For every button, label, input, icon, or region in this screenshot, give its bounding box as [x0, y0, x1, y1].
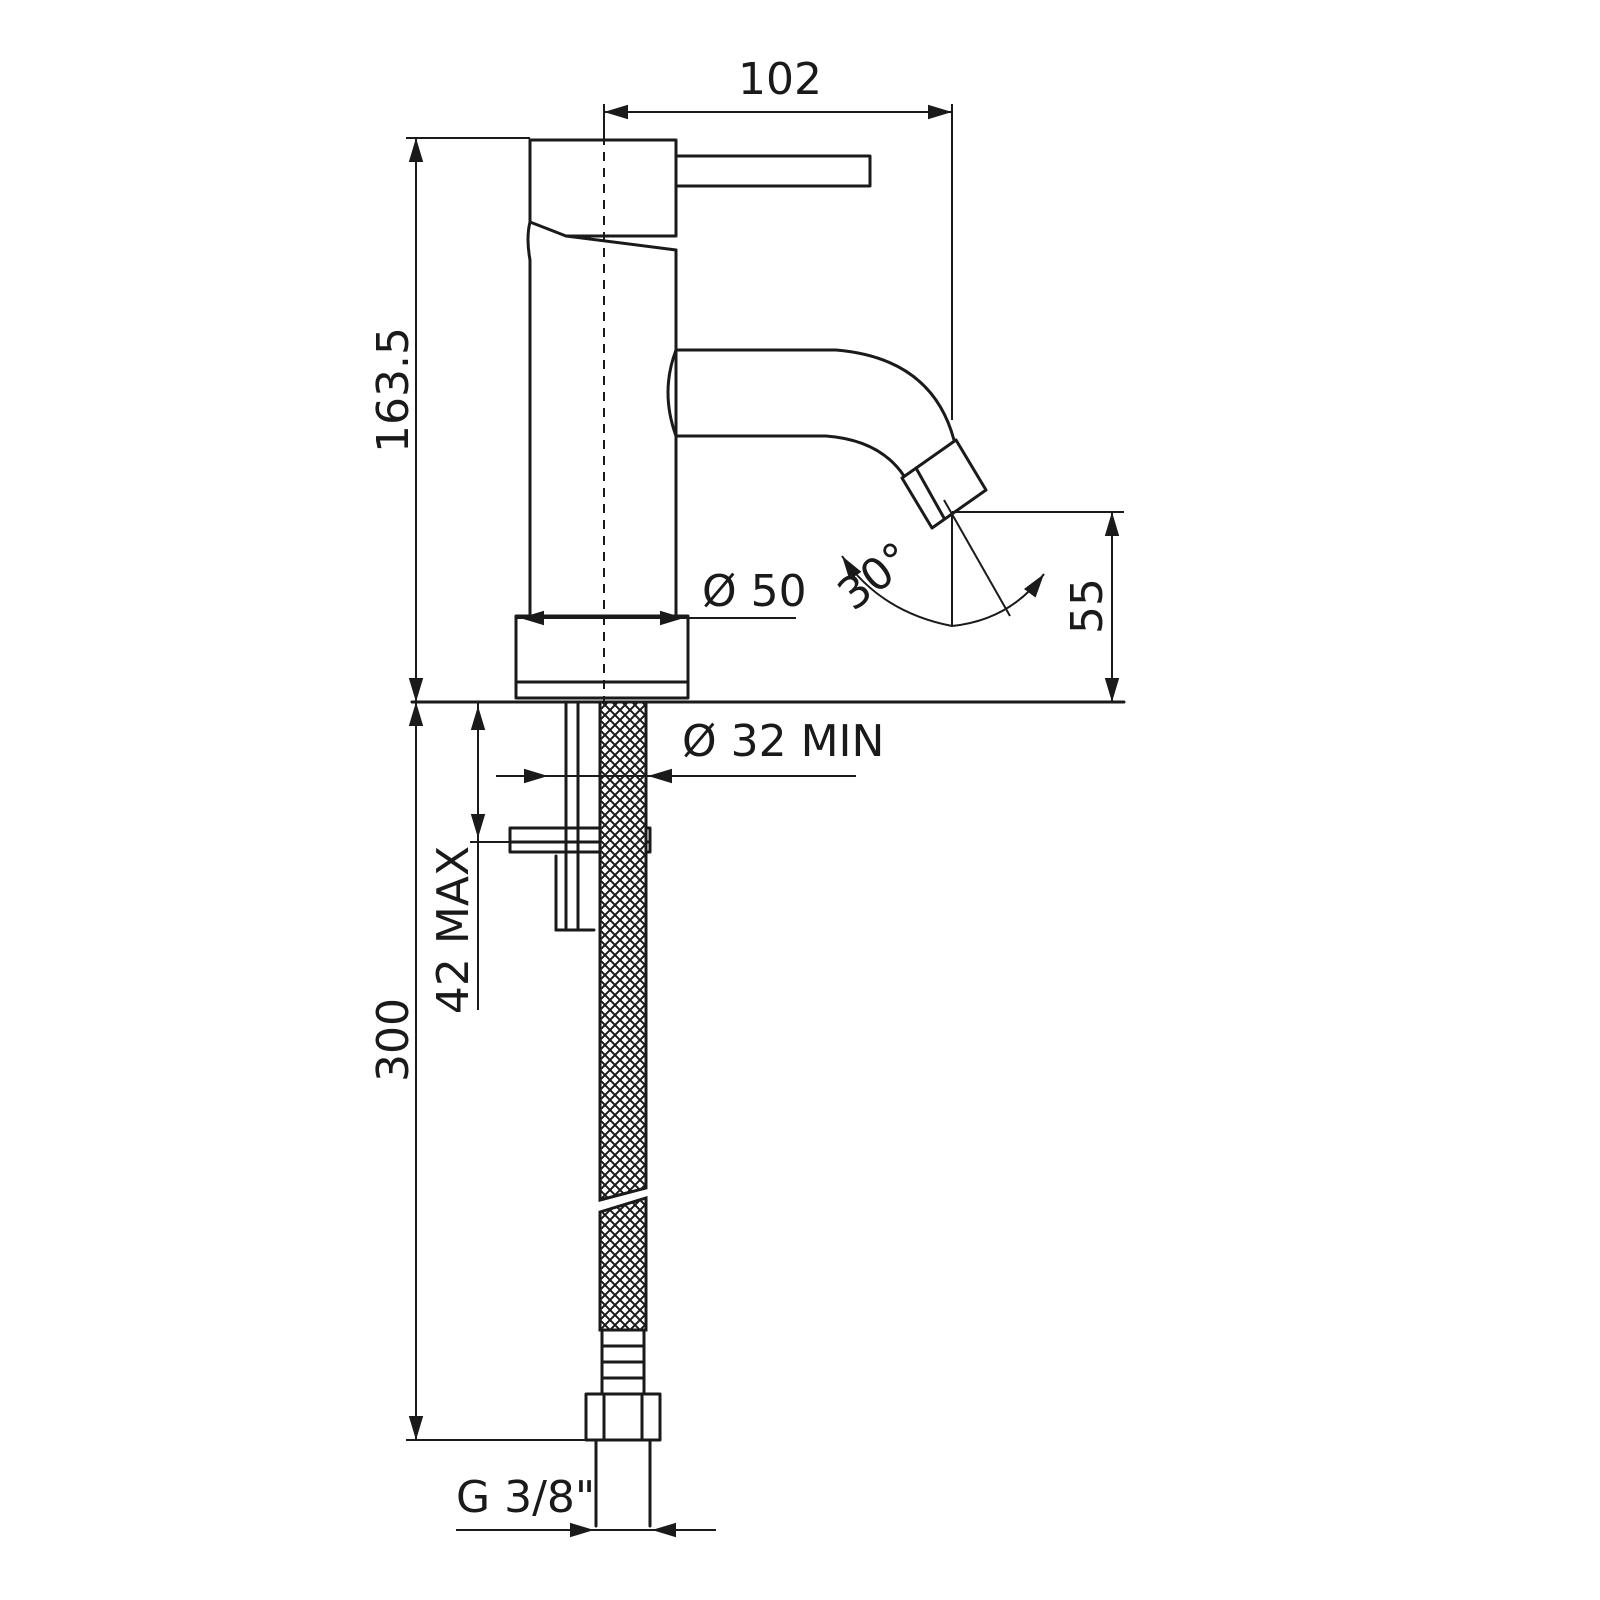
label-angle: 30° — [829, 532, 922, 620]
label-body-height: 163.5 — [368, 327, 419, 453]
dimension-body-height: 163.5 — [368, 137, 530, 702]
dimension-width: 102 — [603, 54, 953, 420]
dimension-hose-length: 300 — [368, 702, 586, 1441]
label-hose-length: 300 — [368, 998, 419, 1082]
dimension-deck-thickness: 42 MAX — [428, 702, 510, 1014]
label-width: 102 — [738, 54, 822, 105]
label-hole-min: Ø 32 MIN — [682, 716, 884, 767]
label-deck-thickness: 42 MAX — [428, 846, 479, 1014]
label-base-diameter: Ø 50 — [702, 566, 807, 617]
dimension-thread: G 3/8" — [456, 1472, 716, 1538]
label-thread: G 3/8" — [456, 1472, 595, 1523]
mounting-assembly — [508, 700, 662, 1528]
dimension-base-diameter: Ø 50 — [516, 566, 807, 626]
faucet-body — [410, 138, 1126, 704]
dimension-angle: 30° — [829, 499, 1045, 628]
dimension-hole-min: Ø 32 MIN — [496, 716, 884, 784]
label-spout-height: 55 — [1062, 578, 1113, 634]
dimension-spout-height: 55 — [952, 511, 1124, 702]
